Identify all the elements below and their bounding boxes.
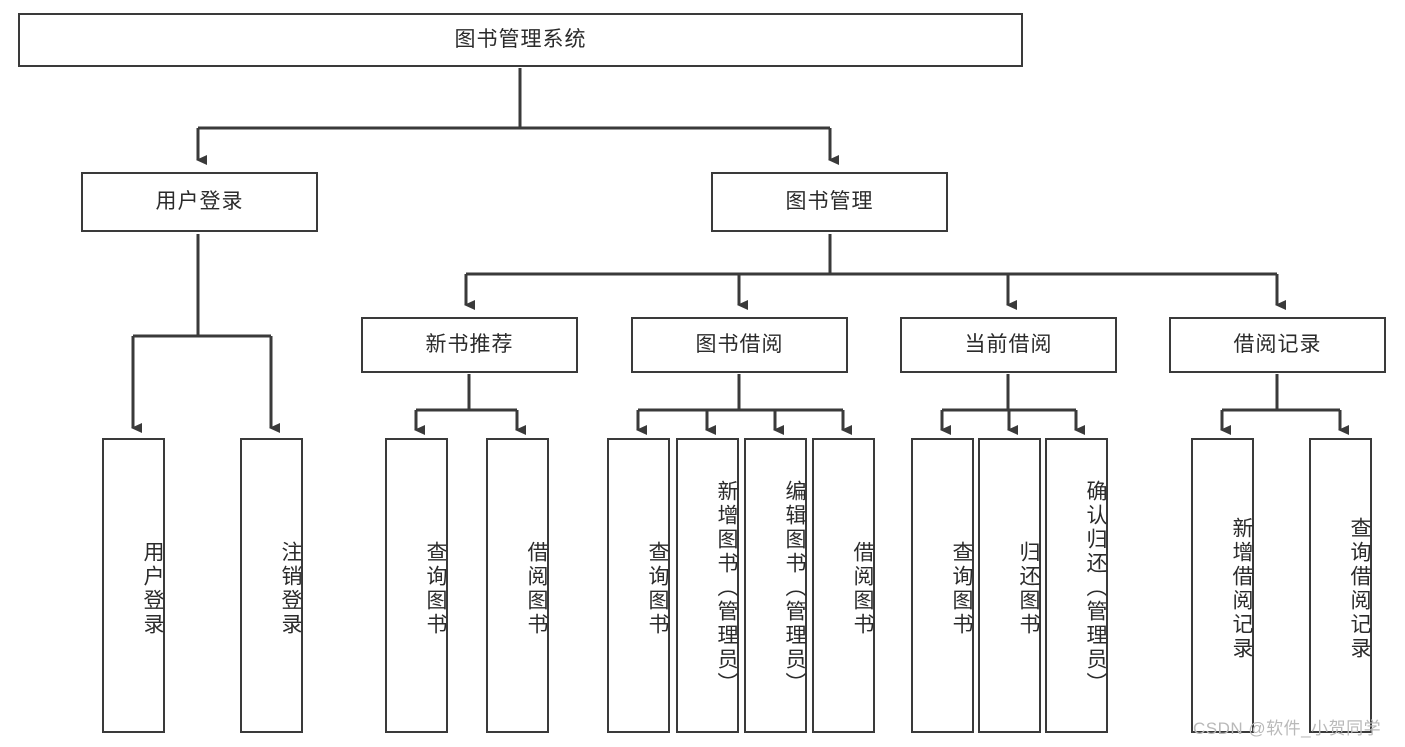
leaf-current-borrow-query[interactable]: 查询图书 [911, 438, 974, 733]
leaf-label: 查询图书 [950, 540, 973, 637]
leaf-user-login-signin[interactable]: 用户登录 [102, 438, 165, 733]
node-book-borrow[interactable]: 图书借阅 [631, 317, 848, 373]
node-book-management-label: 图书管理 [785, 190, 874, 214]
leaf-current-borrow-confirm[interactable]: 确认归还（管理员） [1045, 438, 1108, 733]
leaf-label: 查询图书 [424, 540, 447, 637]
node-current-borrow[interactable]: 当前借阅 [900, 317, 1117, 373]
node-borrow-record-label: 借阅记录 [1233, 333, 1322, 357]
leaf-label: 注销登录 [279, 540, 302, 637]
node-current-borrow-label: 当前借阅 [964, 333, 1053, 357]
leaf-book-borrow-borrow[interactable]: 借阅图书 [812, 438, 875, 733]
leaf-label: 归还图书 [1017, 540, 1040, 637]
leaf-book-borrow-edit[interactable]: 编辑图书（管理员） [744, 438, 807, 733]
node-user-login[interactable]: 用户登录 [81, 172, 318, 232]
leaf-user-login-signout[interactable]: 注销登录 [240, 438, 303, 733]
node-root[interactable]: 图书管理系统 [18, 13, 1023, 67]
node-new-book-recommend-label: 新书推荐 [425, 333, 514, 357]
leaf-book-borrow-query[interactable]: 查询图书 [607, 438, 670, 733]
leaf-label: 借阅图书 [851, 540, 874, 637]
node-new-book-recommend[interactable]: 新书推荐 [361, 317, 578, 373]
leaf-label: 新增图书（管理员） [715, 479, 738, 696]
leaf-label: 查询图书 [646, 540, 669, 637]
leaf-label: 借阅图书 [525, 540, 548, 637]
node-book-management[interactable]: 图书管理 [711, 172, 948, 232]
leaf-label: 编辑图书（管理员） [783, 479, 806, 696]
node-root-label: 图书管理系统 [454, 28, 587, 52]
leaf-label: 用户登录 [141, 540, 164, 637]
leaf-label: 新增借阅记录 [1230, 516, 1253, 661]
leaf-borrow-record-query[interactable]: 查询借阅记录 [1309, 438, 1372, 733]
leaf-new-book-borrow[interactable]: 借阅图书 [486, 438, 549, 733]
watermark-text: CSDN @软件_小贺同学 [1193, 719, 1382, 738]
leaf-borrow-record-add[interactable]: 新增借阅记录 [1191, 438, 1254, 733]
leaf-new-book-query[interactable]: 查询图书 [385, 438, 448, 733]
node-borrow-record[interactable]: 借阅记录 [1169, 317, 1386, 373]
node-book-borrow-label: 图书借阅 [695, 333, 784, 357]
node-user-login-label: 用户登录 [155, 190, 244, 214]
leaf-current-borrow-return[interactable]: 归还图书 [978, 438, 1041, 733]
leaf-label: 查询借阅记录 [1348, 516, 1371, 661]
leaf-book-borrow-add[interactable]: 新增图书（管理员） [676, 438, 739, 733]
leaf-label: 确认归还（管理员） [1084, 479, 1107, 696]
